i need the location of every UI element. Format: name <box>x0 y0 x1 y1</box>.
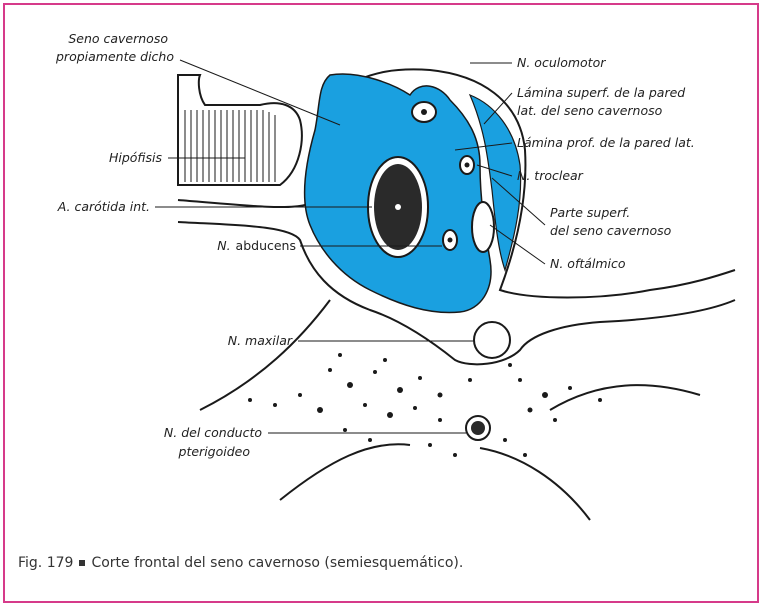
label-parte-superf-1: Parte superf. <box>550 205 630 220</box>
tissue-lower-right <box>550 385 700 410</box>
label-carotida: A. carótida int. <box>57 199 150 214</box>
label-pterigoideo: pterigoideo <box>178 444 251 459</box>
tissue-lower-left <box>200 300 330 410</box>
label-lamina-superf-2: lat. del seno cavernoso <box>517 103 663 118</box>
ophthalmic-nerve <box>472 202 494 252</box>
label-oculomotor: N. oculomotor <box>517 55 606 70</box>
tissue-bottom-left <box>280 444 410 500</box>
caption-text: Corte frontal del seno cavernoso (semies… <box>91 555 463 571</box>
label-troclear: N. troclear <box>517 168 584 183</box>
tissue-bottom-right <box>480 448 590 520</box>
label-lamina-prof: Lámina prof. de la pared lat. <box>517 135 695 150</box>
cavernous-sinus-diagram: Seno cavernoso propiamente dicho Hipófis… <box>0 0 763 545</box>
label-maxilar: N. maxilar <box>228 333 293 348</box>
bone-texture <box>248 353 602 457</box>
label-propiamente-dicho: propiamente dicho <box>55 49 174 64</box>
caption-bullet-icon <box>79 560 85 566</box>
label-hipofisis: Hipófisis <box>109 150 163 165</box>
label-oftalmico: N. oftálmico <box>550 256 626 271</box>
figure-caption: Fig. 179 Corte frontal del seno cavernoso… <box>18 555 463 571</box>
label-seno-cavernoso: Seno cavernoso <box>68 31 168 46</box>
label-lamina-superf-1: Lámina superf. de la pared <box>517 85 685 100</box>
label-parte-superf-2: del seno cavernoso <box>550 223 672 238</box>
label-conducto: N. del conducto <box>164 425 262 440</box>
caption-fig-number: Fig. 179 <box>18 555 73 571</box>
maxillary-nerve <box>474 322 510 358</box>
label-abducens: N.abducens <box>217 238 296 253</box>
